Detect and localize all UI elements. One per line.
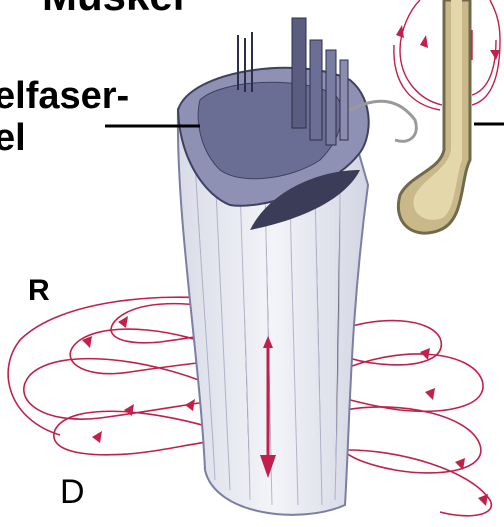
field-lines-right bbox=[340, 321, 491, 516]
fiber-label-line1: elfaser- bbox=[0, 75, 129, 117]
top-partial-title: Muskel bbox=[42, 0, 184, 19]
label-d: D bbox=[60, 473, 85, 511]
muscle-spindle bbox=[398, 0, 470, 233]
fiber-label-line2: el bbox=[0, 117, 26, 159]
label-r: R bbox=[28, 274, 50, 307]
